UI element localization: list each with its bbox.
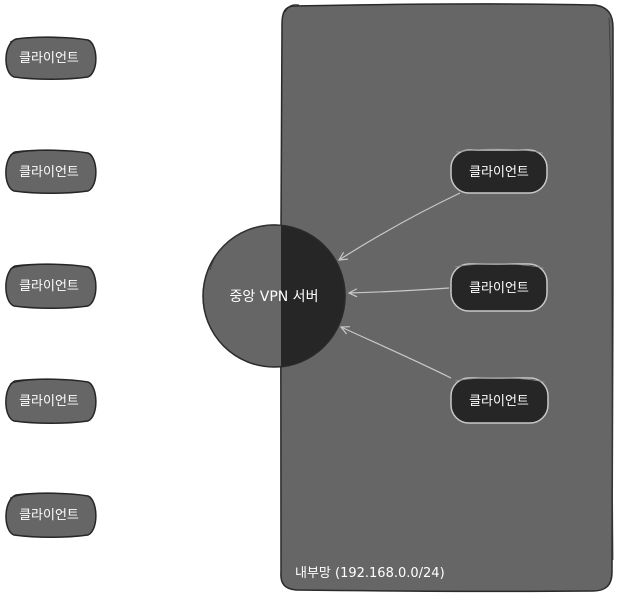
internal-network-label: 내부망 (192.168.0.0/24)	[295, 566, 445, 581]
connections	[339, 192, 461, 379]
edge-internal-client-3-to-server	[341, 327, 452, 379]
external-client-label: 클라이언트	[19, 394, 79, 409]
internal-client-label: 클라이언트	[469, 394, 529, 409]
vpn-server-node: 중앙 VPN 서버	[202, 224, 346, 368]
edge-internal-client-1-to-server	[339, 192, 461, 260]
edge-internal-client-2-to-server	[349, 287, 450, 293]
internal-client-node: 클라이언트	[450, 263, 548, 312]
internal-client-node: 클라이언트	[450, 377, 549, 424]
external-client-label: 클라이언트	[19, 279, 79, 294]
internal-client-node: 클라이언트	[450, 148, 548, 194]
external-client-node: 클라이언트	[5, 263, 97, 309]
external-client-node: 클라이언트	[5, 149, 97, 194]
external-client-node: 클라이언트	[5, 36, 97, 80]
external-client-label: 클라이언트	[19, 51, 79, 66]
internal-client-label: 클라이언트	[469, 281, 529, 296]
external-client-node: 클라이언트	[5, 378, 97, 424]
vpn-server-label: 중앙 VPN 서버	[230, 289, 319, 305]
external-client-label: 클라이언트	[19, 165, 79, 180]
internal-client-label: 클라이언트	[469, 165, 529, 180]
external-client-node: 클라이언트	[5, 492, 97, 538]
external-client-label: 클라이언트	[19, 508, 79, 523]
